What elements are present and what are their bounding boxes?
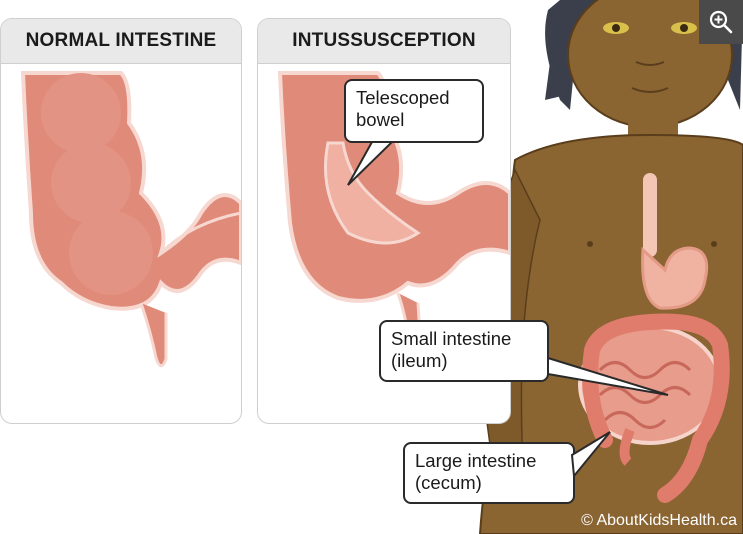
telescoped-line-1: Telescoped — [356, 87, 450, 108]
child-hair — [545, 0, 743, 110]
zoom-in-icon — [709, 10, 733, 34]
normal-intestine-illustration — [20, 71, 241, 368]
small-intestine-callout: Small intestine (ileum) — [379, 320, 549, 382]
small-intestine-line-2: (ileum) — [391, 350, 448, 371]
normal-intestine-title: NORMAL INTESTINE — [1, 19, 241, 64]
copyright-text: © AboutKidsHealth.ca — [581, 512, 737, 529]
large-intestine-line-2: (cecum) — [415, 472, 482, 493]
large-intestine-callout: Large intestine (cecum) — [403, 442, 575, 504]
zoom-in-button[interactable] — [699, 0, 743, 44]
intussusception-title: INTUSSUSCEPTION — [258, 19, 510, 64]
telescoped-line-2: bowel — [356, 109, 405, 130]
normal-intestine-panel: NORMAL INTESTINE — [0, 18, 242, 424]
telescoped-bowel-callout: Telescoped bowel — [344, 79, 484, 143]
stomach — [641, 246, 709, 310]
small-intestine-line-1: Small intestine — [391, 328, 512, 349]
large-intestine-line-1: Large intestine — [415, 450, 537, 471]
